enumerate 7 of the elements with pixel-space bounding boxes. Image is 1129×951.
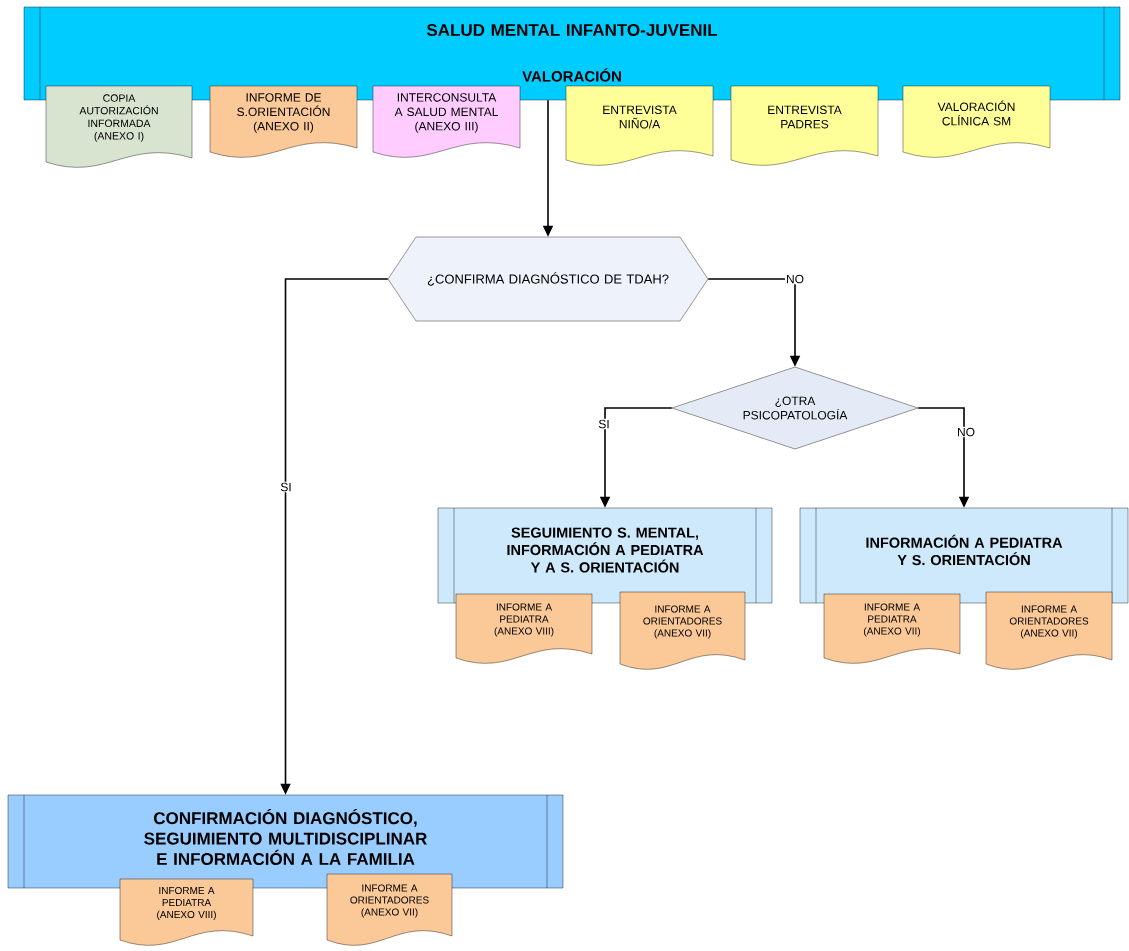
edge-label: NO [785, 273, 805, 285]
process-box: SEGUIMIENTO S. MENTAL, INFORMACIÓN A PEDIATRA Y A S. ORIENTACIÓN [437, 507, 773, 604]
edge-label: SI [279, 481, 293, 493]
process-box: INFORMACIÓN A PEDIATRA Y S. ORIENTACIÓN [799, 507, 1129, 604]
edge-label: NO [956, 426, 976, 438]
decision-hexagon: ¿CONFIRMA DIAGNÓSTICO DE TDAH? [387, 236, 709, 322]
edge-label: SI [597, 418, 611, 430]
